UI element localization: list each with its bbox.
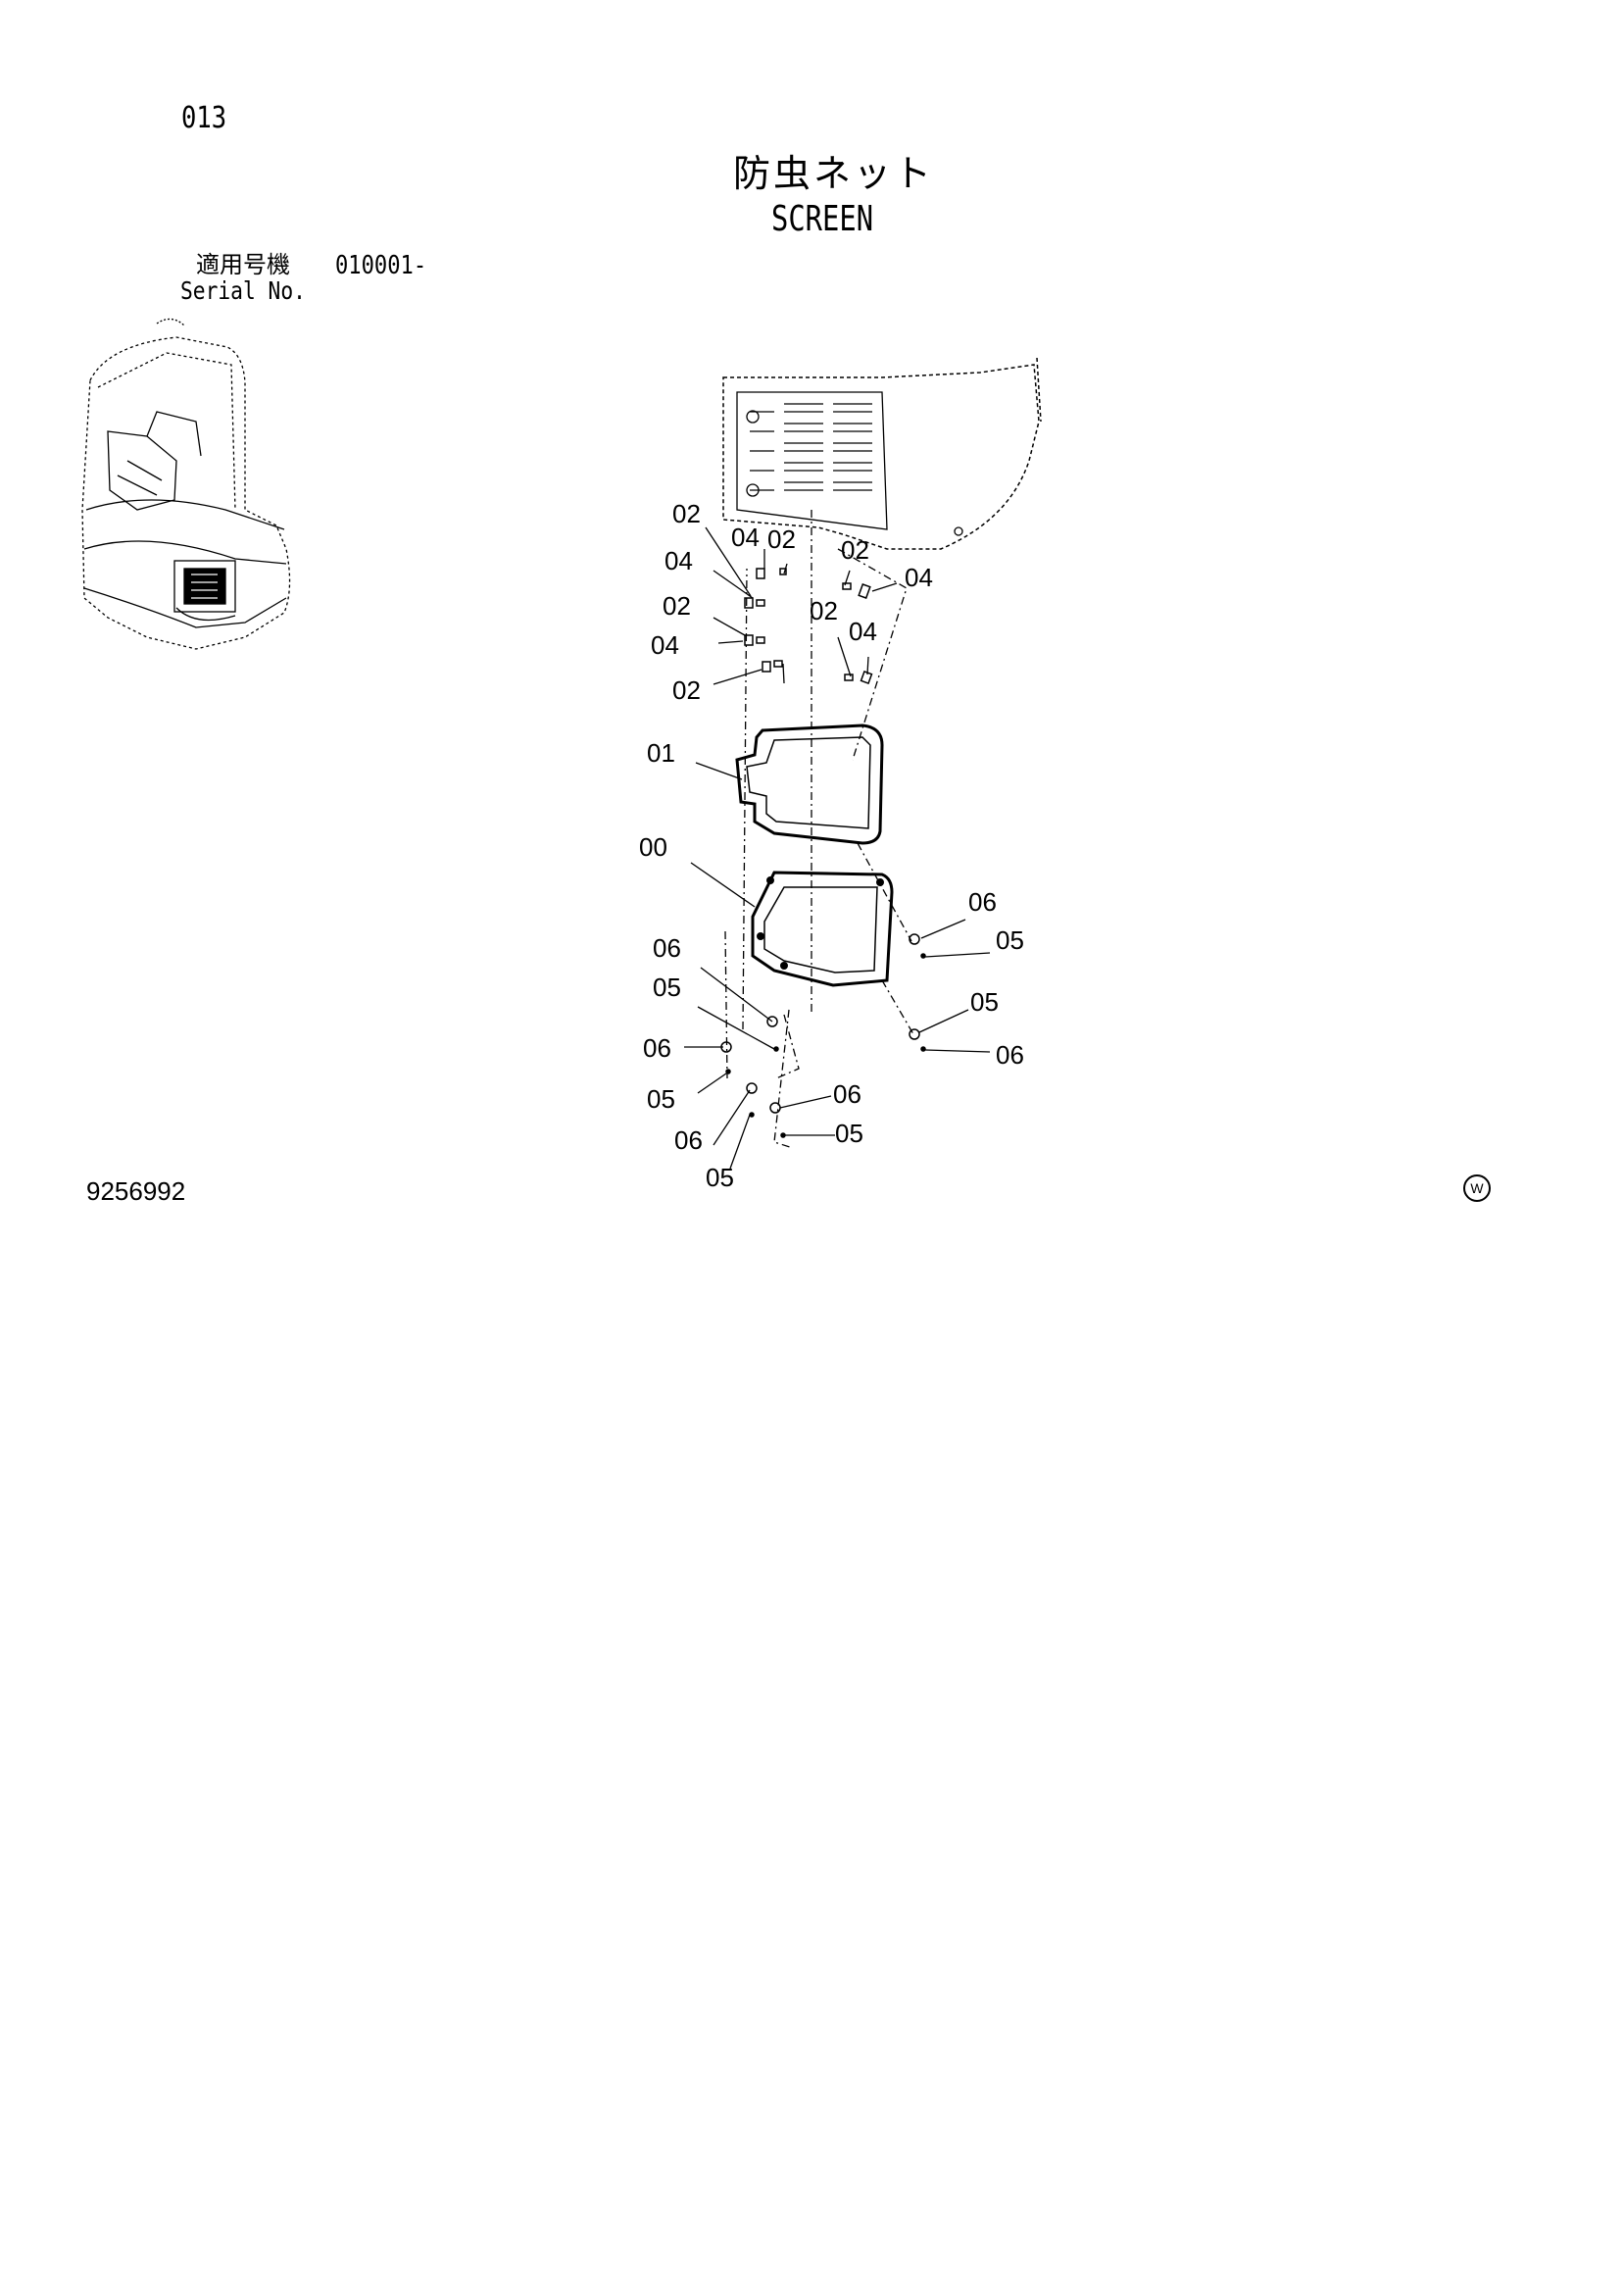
screen-frame-part-00 — [751, 871, 894, 987]
serial-label-japanese: 適用号機 — [196, 251, 290, 278]
callout-label: 04 — [905, 563, 933, 592]
callout-label: 02 — [841, 535, 869, 565]
callout-label: 06 — [674, 1125, 703, 1155]
callout-leader-lines — [684, 526, 991, 1170]
callout-label: 05 — [706, 1163, 734, 1192]
callout-label: 06 — [996, 1040, 1024, 1070]
fastener-hardware — [720, 568, 926, 1138]
serial-number-range: 010001- — [335, 251, 427, 280]
callout-label: 05 — [647, 1084, 675, 1114]
callout-label: 05 — [996, 925, 1024, 955]
callout-labels: 02 04 02 04 02 04 04 02 02 04 02 04 01 0… — [639, 499, 1024, 1192]
callout-label: 05 — [835, 1119, 863, 1148]
callout-label: 02 — [672, 675, 701, 705]
callout-label: 06 — [653, 933, 681, 963]
callout-label: 04 — [651, 630, 679, 660]
callout-label: 04 — [664, 546, 693, 575]
w-mark-symbol: W — [1463, 1174, 1491, 1202]
callout-label: 05 — [970, 987, 999, 1017]
drawing-number: 9256992 — [86, 1176, 186, 1206]
engine-cover-outline — [722, 357, 1042, 550]
serial-label-english: Serial No. — [180, 276, 306, 305]
callout-label: 05 — [653, 973, 681, 1002]
callout-label: 02 — [663, 591, 691, 621]
callout-label: 04 — [849, 617, 877, 646]
machine-overview-illustration — [81, 318, 291, 650]
callout-label: 02 — [810, 596, 838, 625]
callout-label: 06 — [643, 1033, 671, 1063]
callout-label: 02 — [767, 524, 796, 554]
callout-label: 02 — [672, 499, 701, 528]
screen-grille — [736, 391, 963, 536]
callout-label: 06 — [833, 1079, 861, 1109]
callout-label: 04 — [731, 523, 760, 552]
callout-label: 06 — [968, 887, 997, 917]
page-number: 013 — [181, 101, 227, 135]
screen-net-part-01 — [735, 724, 884, 845]
page-title-japanese: 防虫ネット — [733, 152, 935, 195]
page-title-english: SCREEN — [771, 199, 874, 239]
callout-label: 00 — [639, 832, 667, 862]
callout-label: 01 — [647, 738, 675, 768]
